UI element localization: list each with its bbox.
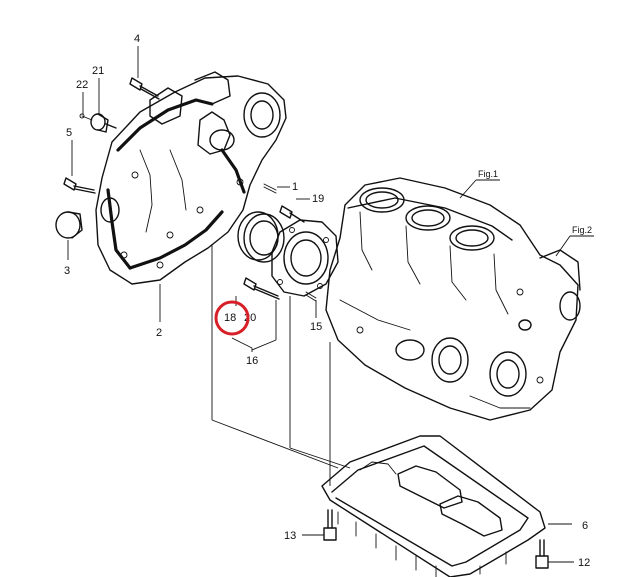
callout-18: 18 [224,312,236,324]
callout-labels: 4 21 22 5 3 2 1 19 15 18 20 16 13 6 12 F… [64,33,592,569]
bolt-part-5 [63,177,96,194]
callout-19: 19 [312,193,324,205]
gear-case-housing [95,71,287,285]
plug-part-3 [55,211,83,239]
leader-lines [67,46,594,563]
callout-21: 21 [92,65,104,77]
callout-6: 6 [582,520,588,532]
callout-16: 16 [246,355,258,367]
seal-housing-part-16 [271,219,339,297]
pin-part-15 [305,291,317,302]
figure-label-fig1: Fig.1 [478,169,498,179]
callout-3: 3 [64,265,70,277]
sensor-part-21 [90,113,117,133]
cylinder-block [325,177,581,421]
callout-22: 22 [76,79,88,91]
figure-label-fig2: Fig.2 [572,225,592,235]
pin-part-1 [263,183,277,194]
bolt-part-13 [323,509,337,541]
oil-seal-part-18 [237,211,285,263]
callout-13: 13 [284,530,296,542]
oil-pan [321,435,546,577]
callout-2: 2 [156,327,162,339]
callout-5: 5 [66,127,72,139]
bolt-part-4 [129,77,160,100]
screw-part-22 [79,113,93,121]
bolt-part-20 [243,277,280,300]
bolt-part-12 [535,539,549,569]
highlight-circle [214,300,250,336]
callout-1: 1 [292,181,298,193]
callout-4: 4 [134,33,140,45]
callout-15: 15 [310,321,322,333]
callout-12: 12 [578,557,590,569]
bolt-part-19 [279,205,305,223]
callout-20: 20 [244,312,256,324]
